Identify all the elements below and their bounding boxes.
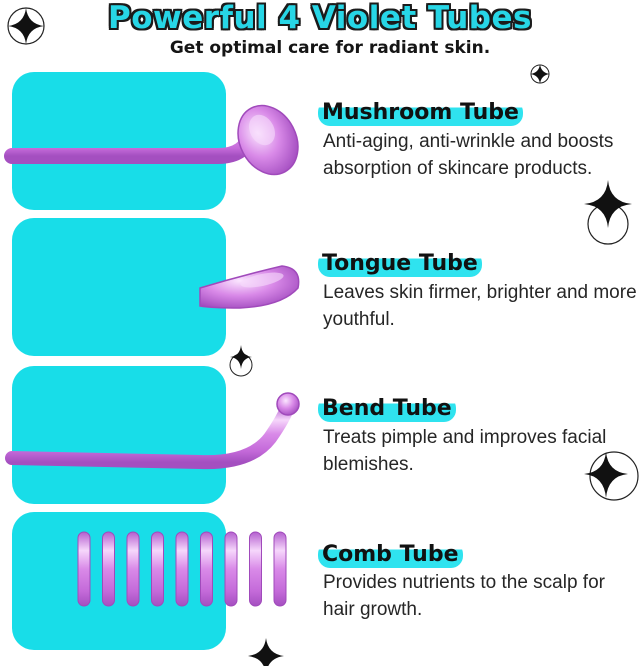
bend-tube-icon: [5, 392, 300, 470]
comb-tooth: [200, 531, 213, 607]
page-subtitle: Get optimal care for radiant skin.: [169, 38, 491, 58]
comb-tooth: [77, 531, 91, 607]
sparkle-icon: [530, 64, 550, 84]
page-title: Powerful 4 Violet Tubes: [108, 0, 532, 36]
tongue-panel: [12, 218, 226, 356]
comb-panel: [12, 512, 226, 650]
comb-tooth: [102, 531, 115, 607]
comb-tooth: [273, 531, 287, 607]
bend-tube-description: Treats pimple and improves facial blemis…: [323, 427, 607, 475]
comb-tube-label: Comb Tube: [318, 542, 463, 568]
mushroom-panel: [12, 72, 226, 210]
tongue-tube-label: Tongue Tube: [318, 251, 482, 277]
tongue-tube-description: Leaves skin firmer, brighter and more yo…: [323, 282, 637, 330]
sparkle-icon: [229, 345, 253, 377]
comb-tooth: [224, 531, 238, 607]
sparkle-icon: [584, 180, 632, 245]
mushroom-tube-description: Anti-aging, anti-wrinkle and boosts abso…: [323, 131, 614, 179]
mushroom-tube-label: Mushroom Tube: [318, 100, 523, 126]
comb-tube-description: Provides nutrients to the scalp for hair…: [323, 572, 605, 620]
mushroom-tube-icon: [4, 104, 299, 176]
comb-tube-icon: [2, 531, 300, 618]
comb-tooth: [249, 531, 262, 607]
tongue-tube-icon: [4, 265, 300, 309]
comb-tooth: [151, 531, 164, 607]
bend-panel: [12, 366, 226, 504]
bend-tube-label: Bend Tube: [318, 396, 456, 422]
sparkle-icon: [584, 451, 639, 501]
comb-tooth: [175, 531, 189, 607]
sparkle-icon: [248, 638, 284, 666]
comb-tooth: [126, 531, 140, 607]
sparkle-icon: [7, 7, 45, 45]
